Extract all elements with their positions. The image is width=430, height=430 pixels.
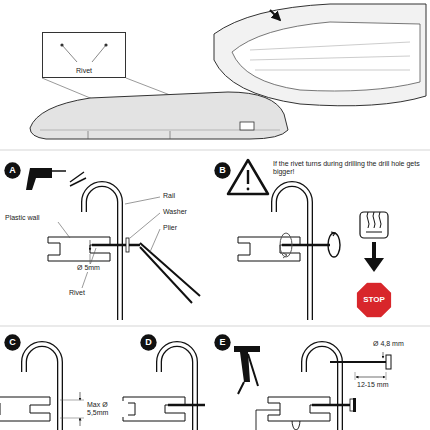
part-name: Washer — [162, 208, 188, 216]
step-letter: E — [219, 338, 225, 347]
callout-box: Rivet — [42, 32, 126, 78]
stop-sign: STOP — [354, 280, 394, 320]
step-badge: C — [4, 334, 21, 351]
step-letter: A — [9, 166, 16, 175]
part-name: Plastic wall — [4, 214, 41, 222]
dimension: Ø 4,8 mm — [372, 340, 405, 348]
dimension: Max Ø 5,5mm — [86, 401, 128, 417]
step-letter: B — [219, 166, 226, 175]
part-name: Rivet — [68, 289, 86, 297]
warning-note: If the rivet turns during drilling the d… — [272, 160, 424, 176]
step-badge: D — [140, 334, 157, 351]
part-name: Rivet — [76, 67, 92, 74]
part-name: Rail — [162, 192, 176, 200]
part-name: Plier — [162, 224, 178, 232]
step-letter: C — [9, 338, 16, 347]
step-letter: D — [145, 338, 152, 347]
sign-text: STOP — [363, 296, 385, 304]
dimension: Ø 5mm — [76, 264, 101, 272]
step-badge: E — [214, 334, 231, 351]
step-badge: B — [214, 162, 231, 179]
step-badge: A — [4, 162, 21, 179]
dimension: 12-15 mm — [356, 381, 390, 389]
